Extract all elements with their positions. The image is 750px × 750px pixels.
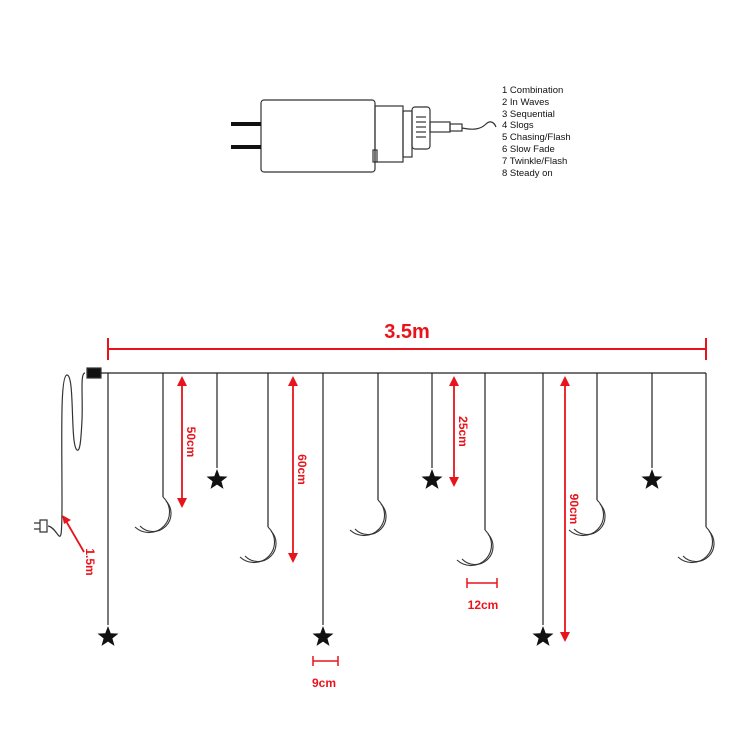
mode-item: 6 Slow Fade <box>502 143 555 155</box>
star-icon <box>421 469 443 489</box>
strand-moon <box>456 373 494 567</box>
mode-item: 3 Sequential <box>502 108 555 120</box>
mode-item: 1 Combination <box>502 85 564 96</box>
dimension-cable-length: 1.5m <box>62 515 97 576</box>
dimension-moon-width <box>466 578 498 588</box>
moon-icon <box>239 526 277 564</box>
star-icon <box>206 469 228 489</box>
drop-90-label: 90cm <box>567 494 581 525</box>
drop-25-label: 25cm <box>456 416 470 447</box>
drop-dimensions: 50cm 60cm 25cm 90cm <box>177 376 581 642</box>
dimension-star-width <box>312 656 339 666</box>
mode-item: 2 In Waves <box>502 96 550 108</box>
controller-adapter-icon <box>231 99 497 173</box>
mode-item: 8 Steady on <box>502 167 553 179</box>
moon-icon <box>134 496 172 534</box>
star-icon <box>312 626 334 646</box>
dimension-drop-60: 60cm <box>288 376 309 563</box>
strand-star <box>312 373 334 646</box>
cable-length-label: 1.5m <box>83 548 97 575</box>
strands <box>97 373 715 646</box>
dimension-drop-90: 90cm <box>560 376 581 642</box>
dimension-drop-50: 50cm <box>177 376 198 508</box>
strand-moon <box>677 373 715 564</box>
moon-icon <box>677 526 715 564</box>
star-icon <box>532 626 554 646</box>
dimension-total-length: 3.5m <box>107 321 707 360</box>
strand-moon <box>349 373 387 537</box>
mode-item: 4 Slogs <box>502 120 534 132</box>
strand-star <box>421 373 443 489</box>
dimension-drop-25: 25cm <box>449 376 470 487</box>
star-icon <box>641 469 663 489</box>
mode-item: 7 Twinkle/Flash <box>502 155 568 167</box>
strand-moon <box>568 373 606 537</box>
strand-star <box>641 373 663 489</box>
moon-icon <box>568 499 606 537</box>
strand-star <box>532 373 554 646</box>
lighting-modes-list: 1 Combination 2 In Waves 3 Sequential 4 … <box>502 85 571 179</box>
moon-icon <box>349 499 387 537</box>
star-icon <box>97 626 119 646</box>
moon-icon <box>456 529 494 567</box>
drop-50-label: 50cm <box>184 427 198 458</box>
strand-star <box>206 373 228 489</box>
strand-moon <box>134 373 172 534</box>
strand-moon <box>239 373 277 564</box>
total-length-label: 3.5m <box>384 321 430 343</box>
power-cable <box>34 367 102 537</box>
mode-item: 5 Chasing/Flash <box>502 132 571 144</box>
star-width-label: 9cm <box>312 676 336 690</box>
drop-60-label: 60cm <box>295 454 309 485</box>
moon-width-label: 12cm <box>468 598 499 612</box>
strand-star <box>97 373 119 646</box>
